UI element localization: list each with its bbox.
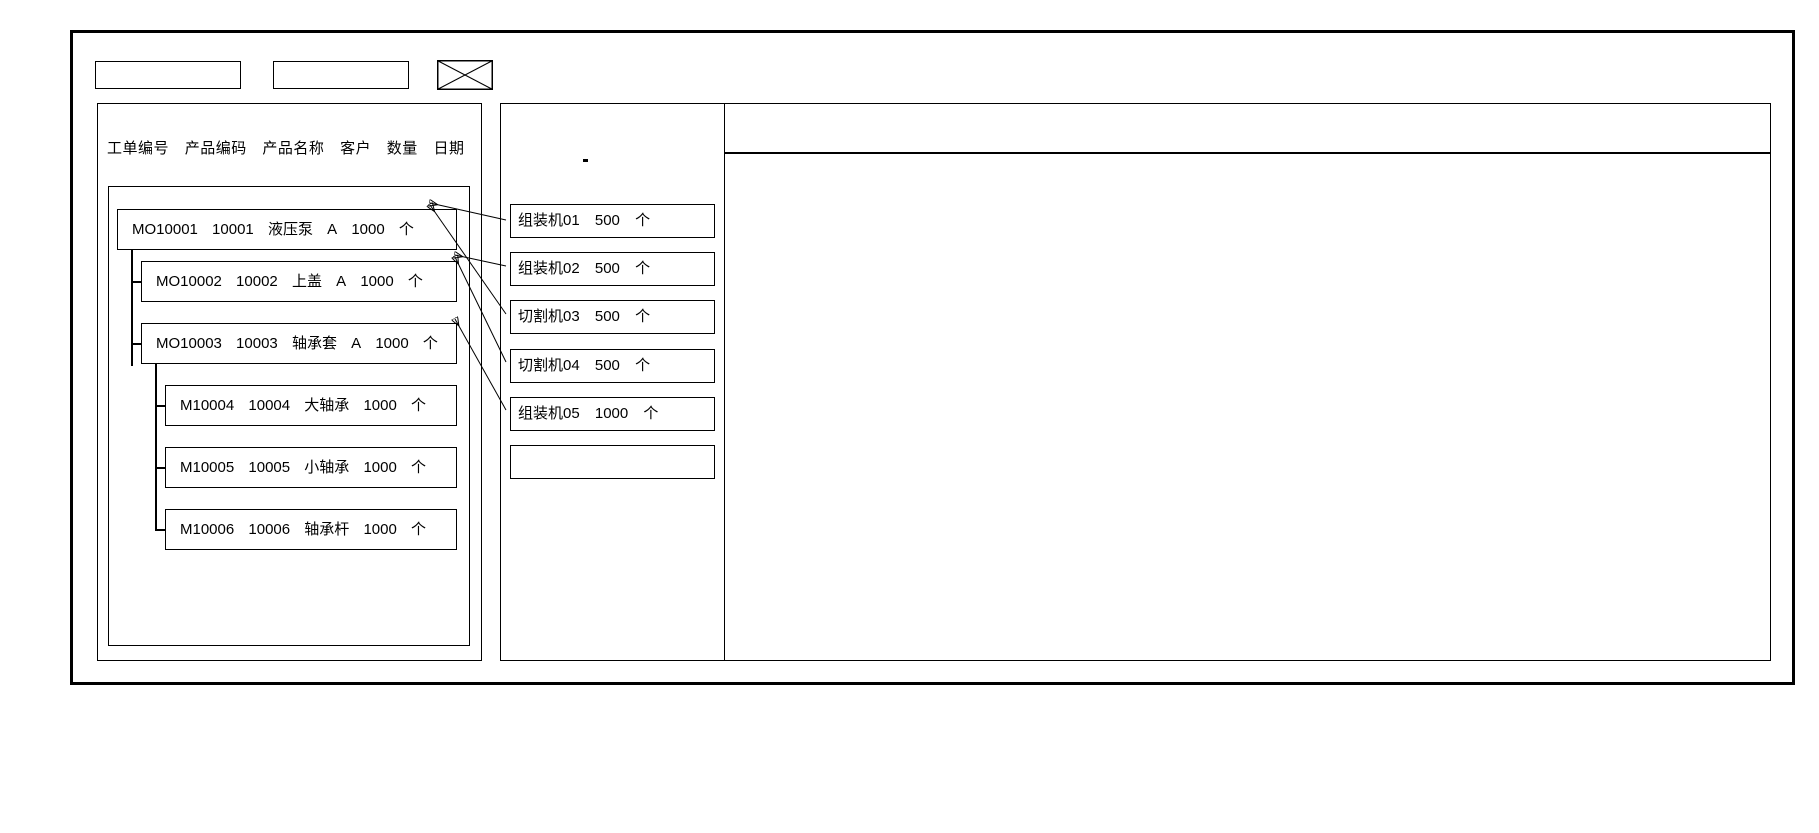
cell-quantity: 1000 — [351, 221, 385, 238]
app-window: 工单编号 产品编码 产品名称 客户 数量 日期 MO10001 10001 液压… — [70, 30, 1795, 685]
tree-connector-branch-node3 — [155, 405, 166, 407]
tree-connector-trunk-level1 — [131, 250, 133, 366]
cell-work-order: M10006 — [180, 521, 235, 538]
cell-quantity: 1000 — [375, 335, 409, 352]
tree-row[interactable]: M10005 10005 小轴承 1000 个 — [165, 447, 457, 488]
cell-product-code: 10001 — [212, 221, 254, 238]
cell-product-name: 轴承套 — [291, 335, 337, 352]
toolbar — [95, 60, 493, 90]
cell-product-code: 10003 — [236, 335, 278, 352]
crossed-box-image-placeholder-icon[interactable] — [437, 60, 493, 90]
cell-unit: 个 — [411, 397, 427, 414]
cell-product-name: 小轴承 — [304, 459, 350, 476]
cell-customer: A — [336, 273, 347, 290]
cell-customer: A — [327, 221, 338, 238]
machine-name: 切割机03 — [518, 308, 580, 325]
cell-work-order: MO10003 — [156, 335, 222, 352]
tree-connector-branch-node1 — [131, 281, 142, 283]
column-header-product-name: 产品名称 — [262, 140, 325, 157]
tree-connector-branch-node4 — [155, 467, 166, 469]
tree-row[interactable]: M10006 10006 轴承杆 1000 个 — [165, 509, 457, 550]
machine-name: 切割机04 — [518, 357, 580, 374]
machine-unit: 个 — [635, 260, 651, 277]
cell-product-name: 大轴承 — [304, 397, 350, 414]
machine-quantity: 500 — [594, 212, 620, 229]
machine-quantity: 500 — [594, 260, 620, 277]
tree-row[interactable]: MO10001 10001 液压泵 A 1000 个 — [117, 209, 457, 250]
machine-row[interactable]: 组装机05 1000 个 — [510, 397, 715, 431]
column-header-work-order: 工单编号 — [107, 140, 170, 157]
tree-connector-branch-node2 — [131, 343, 142, 345]
machine-name: 组装机02 — [518, 260, 580, 277]
cell-unit: 个 — [407, 273, 423, 290]
column-header-product-code: 产品编码 — [184, 140, 247, 157]
tree-column-headers: 工单编号 产品编码 产品名称 客户 数量 日期 — [107, 137, 464, 158]
machine-row[interactable]: 组装机01 500 个 — [510, 204, 715, 238]
machine-row[interactable]: 切割机03 500 个 — [510, 300, 715, 334]
toolbar-field-1[interactable] — [95, 61, 241, 89]
cell-product-name: 上盖 — [291, 273, 322, 290]
work-order-tree-panel: 工单编号 产品编码 产品名称 客户 数量 日期 MO10001 10001 液压… — [97, 103, 482, 661]
cell-product-code: 10006 — [248, 521, 291, 538]
machine-name: 组装机05 — [518, 405, 580, 422]
cell-product-code: 10002 — [236, 273, 278, 290]
tree-row[interactable]: M10004 10004 大轴承 1000 个 — [165, 385, 457, 426]
cell-quantity: 1000 — [363, 521, 397, 538]
cell-product-code: 10004 — [248, 397, 291, 414]
tree-connector-branch-node5 — [155, 529, 166, 531]
cell-quantity: 1000 — [363, 397, 397, 414]
column-header-quantity: 数量 — [386, 140, 418, 157]
machine-unit: 个 — [643, 405, 659, 422]
tree-area: MO10001 10001 液压泵 A 1000 个 MO10002 10002… — [108, 186, 470, 646]
cell-unit: 个 — [422, 335, 438, 352]
tree-row[interactable]: MO10002 10002 上盖 A 1000 个 — [141, 261, 457, 302]
cell-product-name: 轴承杆 — [304, 521, 350, 538]
cell-unit: 个 — [411, 459, 427, 476]
cell-product-name: 液压泵 — [267, 221, 313, 238]
detail-panel-header-divider — [725, 152, 1770, 154]
machine-quantity: 500 — [594, 308, 620, 325]
machine-quantity: 1000 — [594, 405, 629, 422]
machine-allocation-panel: 组装机01 500 个 组装机02 500 个 切割机03 500 个 切割机0… — [500, 103, 725, 661]
cell-unit: 个 — [398, 221, 414, 238]
cell-quantity: 1000 — [360, 273, 394, 290]
column-header-date: 日期 — [433, 140, 465, 157]
column-header-customer: 客户 — [340, 140, 372, 157]
cell-work-order: M10004 — [180, 397, 235, 414]
toolbar-field-2[interactable] — [273, 61, 409, 89]
cell-work-order: MO10002 — [156, 273, 222, 290]
cell-customer: A — [351, 335, 362, 352]
machine-unit: 个 — [635, 357, 651, 374]
cell-unit: 个 — [411, 521, 427, 538]
cell-work-order: M10005 — [180, 459, 235, 476]
cell-work-order: MO10001 — [132, 221, 198, 238]
machine-row[interactable]: 切割机04 500 个 — [510, 349, 715, 383]
machine-row-empty[interactable] — [510, 445, 715, 479]
machine-quantity: 500 — [594, 357, 620, 374]
cell-quantity: 1000 — [363, 459, 397, 476]
machine-name: 组装机01 — [518, 212, 580, 229]
dot-marker-icon — [583, 159, 588, 162]
detail-panel — [724, 103, 1771, 661]
machine-unit: 个 — [635, 212, 651, 229]
machine-unit: 个 — [635, 308, 651, 325]
cell-product-code: 10005 — [248, 459, 291, 476]
machine-row[interactable]: 组装机02 500 个 — [510, 252, 715, 286]
tree-connector-trunk-level2 — [155, 364, 157, 530]
tree-row[interactable]: MO10003 10003 轴承套 A 1000 个 — [141, 323, 457, 364]
